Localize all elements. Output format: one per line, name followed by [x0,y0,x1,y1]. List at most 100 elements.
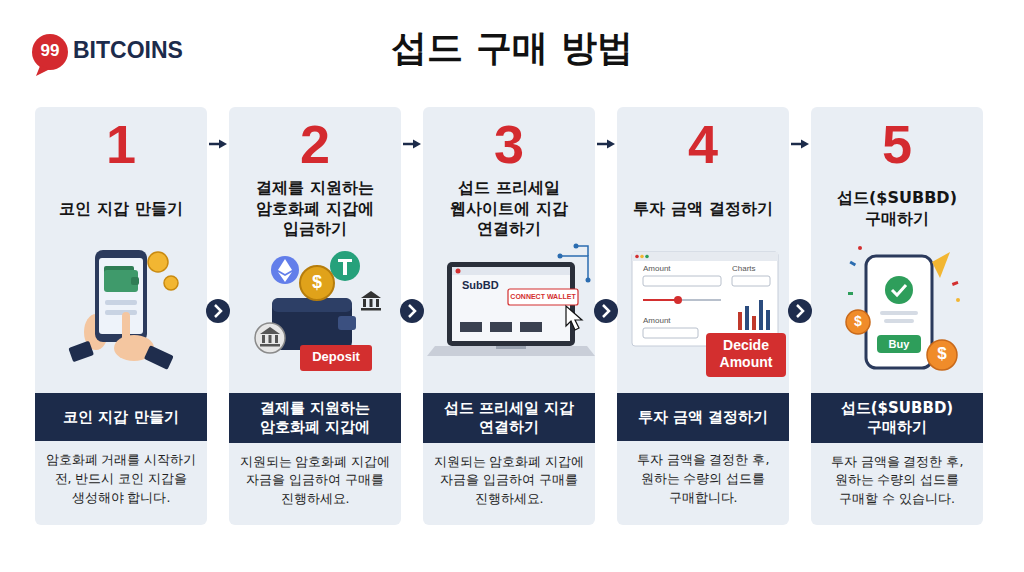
deposit-wallet-illustration-part [361,291,381,298]
label-holder: $ [932,344,952,364]
deposit-wallet-illustration-part [330,251,360,281]
illustration-label: Amount [643,316,671,326]
chevron-buttons-part [788,299,812,323]
laptop-illustration-part [576,246,588,256]
step-number: 3 [423,115,595,173]
buy-phone-illustration-part [849,261,856,267]
laptop-illustration-part [520,322,542,332]
step-description: 지원되는 암호화폐 지갑에 자금을 입금하여 구매를 진행하세요. [430,453,588,509]
step-panel: 1코인 지갑 만들기코인 지갑 만들기암호화폐 거래를 시작하기 전, 반드시 … [35,107,207,525]
flow-arrow [791,140,809,149]
deposit-wallet-illustration-part [338,316,356,330]
wallet-phone-illustration-part [105,300,137,305]
deposit-wallet-illustration-part [272,298,352,350]
laptop-illustration-part [452,267,570,275]
illustration-label: SubBD [462,279,499,292]
wallet-phone-illustration-part [99,258,143,334]
deposit-wallet-illustration [255,251,381,371]
amount-form-illustration-part [643,276,721,286]
buy-phone-illustration [846,246,960,370]
step-band: 섭드($SUBBD) 구매하기 [811,393,983,443]
chevron-buttons-part [215,305,221,317]
illustration-label: $ [850,313,866,330]
laptop-illustration-part [566,306,582,330]
step-description: 투자 금액을 결정한 후, 원하는 수량의 섭드를 구매합니다. [624,451,782,507]
arrow-head [413,140,421,149]
chevron-buttons-part [797,305,803,317]
label-holder: $ [850,313,866,330]
step-heading: 투자 금액 결정하기 [633,199,773,220]
step-description: 투자 금액을 결정한 후, 원하는 수량의 섭드를 구매할 수 있습니다. [818,453,976,509]
amount-form-illustration-part [632,252,778,346]
step-description: 지원되는 암호화폐 지갑에 자금을 입금하여 구매를 진행하세요. [236,453,394,509]
chevron-buttons [206,299,812,323]
chevron-buttons-part [594,299,618,323]
buy-phone-illustration-part [892,285,906,295]
step-band: 코인 지갑 만들기 [35,393,207,441]
wallet-phone-illustration [68,250,178,370]
deposit-wallet-illustration-part [300,345,372,371]
step-panel: 2결제를 지원하는 암호화폐 지갑에 입금하기결제를 지원하는 암호화폐 지갑에… [229,107,401,525]
illustration-label: CONNECT WALLET [508,293,578,301]
illustration-label: $ [305,272,329,294]
label-holder: Deposit [300,349,372,366]
logo-badge-part [36,66,50,76]
buy-phone-illustration-part [846,310,870,334]
amount-form-illustration-part [635,255,639,259]
laptop-illustration-part [586,278,591,283]
wallet-phone-illustration-part [105,310,137,315]
amount-form-illustration-part [706,333,786,377]
buy-phone-illustration-part [927,340,957,370]
label-holder: CONNECT WALLET [508,293,578,301]
arrow-head [219,140,227,149]
amount-form-illustration [632,252,786,377]
step-heading: 섭드($SUBBD) 구매하기 [827,188,967,230]
amount-form-illustration-part [643,299,678,301]
deposit-wallet-illustration-part [363,299,366,307]
deposit-wallet-illustration-part [370,299,373,307]
label-holder: 99 [32,41,68,61]
chevron-buttons-part [409,305,415,317]
deposit-wallet-illustration-part [376,299,379,307]
amount-form-illustration-part [632,252,778,261]
wallet-phone-illustration-part [122,312,130,344]
band-text: 섭드($SUBBD) 구매하기 [826,393,968,443]
deposit-wallet-illustration-part [269,335,272,343]
buy-phone-illustration-part [952,281,959,286]
buy-phone-illustration-part [885,276,913,304]
flow-arrow [209,140,227,149]
deposit-wallet-illustration-part [275,335,278,343]
wallet-phone-illustration-part [104,266,134,274]
label-holder: $ [305,272,329,294]
amount-form-illustration-part [752,316,756,330]
band-text: 결제를 지원하는 암호화폐 지갑에 [244,393,386,443]
chevron-buttons-part [603,305,609,317]
deposit-wallet-illustration-part [338,259,352,262]
arrow-head [801,140,809,149]
band-text: 코인 지갑 만들기 [50,402,192,433]
step-number: 1 [35,115,207,173]
deposit-wallet-illustration-part [278,259,292,274]
laptop-illustration-part [490,322,512,332]
step-panel: 3섭드 프리세일 웹사이트에 지갑 연결하기섭드 프리세일 지갑 연결하기지원되… [423,107,595,525]
step-band: 섭드 프리세일 지갑 연결하기 [423,393,595,443]
flow-arrow [597,140,615,149]
deposit-wallet-illustration-part [272,298,352,312]
arrow-head [607,140,615,149]
buy-phone-illustration-part [880,311,918,315]
amount-form-illustration-part [674,296,682,304]
logo-badge-part [32,34,68,70]
label-holder: Charts [732,264,756,274]
step-band: 투자 금액 결정하기 [617,393,789,441]
buy-phone-illustration-part [858,246,862,250]
laptop-illustration-part [574,244,579,249]
step-panel: 4투자 금액 결정하기투자 금액 결정하기투자 금액을 결정한 후, 원하는 수… [617,107,789,525]
wallet-phone-illustration-part [131,277,139,285]
wallet-phone-illustration-part [114,335,154,361]
wallet-phone-illustration-part [148,252,168,272]
laptop-illustration-part [447,262,575,346]
amount-form-illustration-part [645,255,649,259]
deposit-wallet-illustration-part [300,266,334,300]
label-holder: Amount [643,316,671,326]
